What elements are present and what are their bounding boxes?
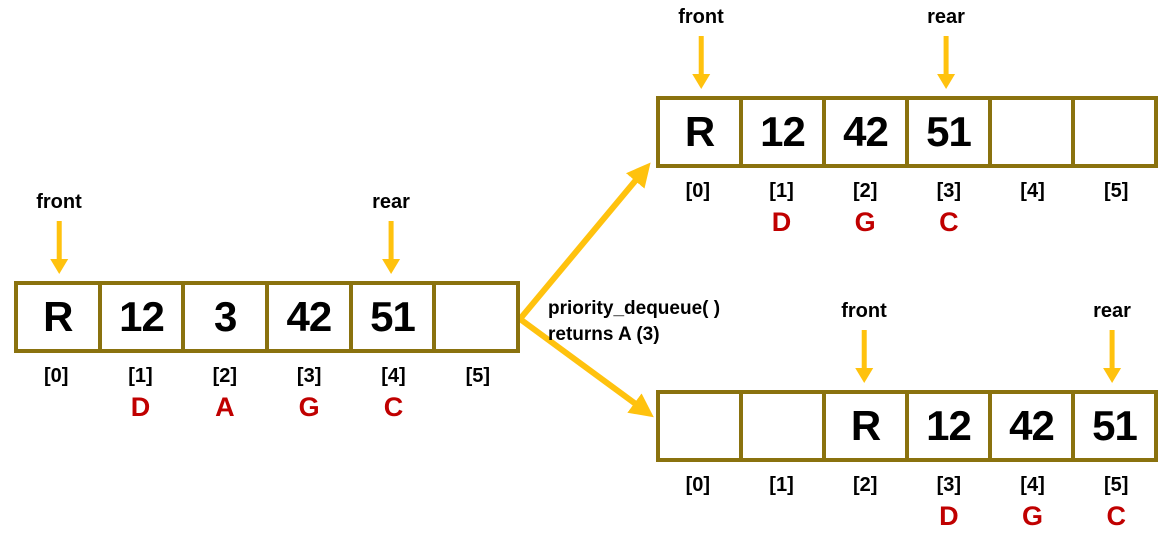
priority-letter	[14, 392, 98, 422]
function-call-text: priority_dequeue( )	[548, 298, 721, 319]
priority-letter: A	[215, 392, 235, 422]
array-cell: 12	[905, 394, 988, 458]
down-arrow-icon	[691, 36, 710, 89]
array-cell: R	[43, 293, 73, 340]
array-cells: R 12 42 51	[656, 390, 1158, 462]
priority-letter	[991, 207, 1075, 237]
index-row: [0] [1] [2] [3] [4] [5]	[656, 180, 1158, 203]
letter-row: D A G C	[14, 392, 520, 422]
letter-row: D G C	[656, 501, 1158, 531]
array-cell: 42	[988, 394, 1071, 458]
priority-letter: D	[771, 207, 792, 237]
index-label: [1]	[769, 180, 794, 202]
index-label: [3]	[296, 365, 322, 387]
array-cells: R 12 3 42 51	[14, 281, 520, 353]
index-label: [5]	[1103, 474, 1129, 496]
array-cell	[1071, 100, 1154, 164]
priority-letter	[656, 207, 740, 237]
index-label: [2]	[852, 180, 878, 202]
rear-pointer: rear	[1093, 299, 1131, 383]
index-label: [3]	[936, 474, 962, 496]
transition-text: priority_dequeue( ) returns A (3)	[548, 296, 720, 348]
priority-letter	[436, 392, 520, 422]
array-cell: 51	[905, 100, 988, 164]
rear-label: rear	[1093, 300, 1131, 322]
priority-letter: D	[939, 501, 959, 531]
array-cells: R 12 42 51	[656, 96, 1158, 168]
down-arrow-icon	[854, 330, 873, 383]
priority-letter: G	[854, 207, 876, 237]
array-cell: 12	[97, 285, 182, 349]
array-cell: 3	[181, 285, 265, 349]
index-label: [4]	[381, 365, 406, 387]
array-cell	[660, 394, 739, 458]
index-label: [1]	[128, 365, 153, 387]
array-cell: 42	[265, 285, 349, 349]
array-cell: 42	[822, 100, 905, 164]
index-label: [4]	[1020, 474, 1045, 496]
priority-letter: C	[1106, 501, 1126, 531]
front-label: front	[36, 191, 82, 213]
down-arrow-icon	[1103, 330, 1121, 383]
array-cell: R	[822, 394, 905, 458]
priority-letter	[740, 501, 824, 531]
index-label: [5]	[465, 365, 491, 387]
array-cell: 51	[1071, 394, 1154, 458]
rear-label: rear	[927, 6, 965, 28]
down-arrow-icon	[49, 221, 68, 274]
rear-pointer: rear	[372, 190, 410, 274]
array-cell	[432, 285, 516, 349]
array-cell	[739, 394, 822, 458]
priority-letter: C	[939, 207, 959, 237]
priority-letter	[656, 501, 740, 531]
priority-letter: C	[383, 392, 404, 422]
priority-letter: G	[1022, 501, 1044, 531]
front-pointer: front	[841, 299, 887, 383]
branch-arrow-down	[518, 316, 654, 418]
array-result-bottom: R 12 42 51 [0] [1] [2] [3] [4] [5] D G C	[656, 390, 1158, 531]
rear-label: rear	[372, 191, 410, 213]
front-pointer: front	[36, 190, 82, 274]
letter-row: D G C	[656, 207, 1158, 237]
priority-letter: D	[130, 392, 151, 422]
index-label: [3]	[936, 180, 962, 202]
priority-letter: G	[298, 392, 320, 422]
rear-pointer: rear	[927, 5, 965, 89]
index-row: [0] [1] [2] [3] [4] [5]	[656, 474, 1158, 497]
priority-letter	[1074, 207, 1158, 237]
index-label: [0]	[685, 180, 711, 202]
down-arrow-icon	[382, 221, 400, 274]
front-label: front	[841, 300, 887, 322]
index-label: [2]	[852, 474, 878, 496]
array-cell: 12	[739, 100, 822, 164]
branch-arrow-up	[517, 162, 651, 321]
index-label: [0]	[685, 474, 711, 496]
index-label: [1]	[769, 474, 794, 496]
front-label: front	[678, 6, 724, 28]
index-row: [0] [1] [2] [3] [4] [5]	[14, 365, 520, 388]
front-pointer: front	[678, 5, 724, 89]
down-arrow-icon	[937, 36, 955, 89]
index-label: [5]	[1103, 180, 1129, 202]
array-result-top: R 12 42 51 [0] [1] [2] [3] [4] [5] D G C	[656, 96, 1158, 237]
array-cell: 51	[348, 285, 433, 349]
index-label: [4]	[1020, 180, 1045, 202]
index-label: [0]	[43, 365, 69, 387]
return-value-text: returns A (3)	[548, 324, 660, 345]
array-cell	[988, 100, 1071, 164]
array-initial: R 12 3 42 51 [0] [1] [2] [3] [4] [5] D A…	[14, 281, 520, 422]
index-label: [2]	[212, 365, 238, 387]
priority-letter	[823, 501, 907, 531]
array-cell: R	[684, 108, 715, 155]
